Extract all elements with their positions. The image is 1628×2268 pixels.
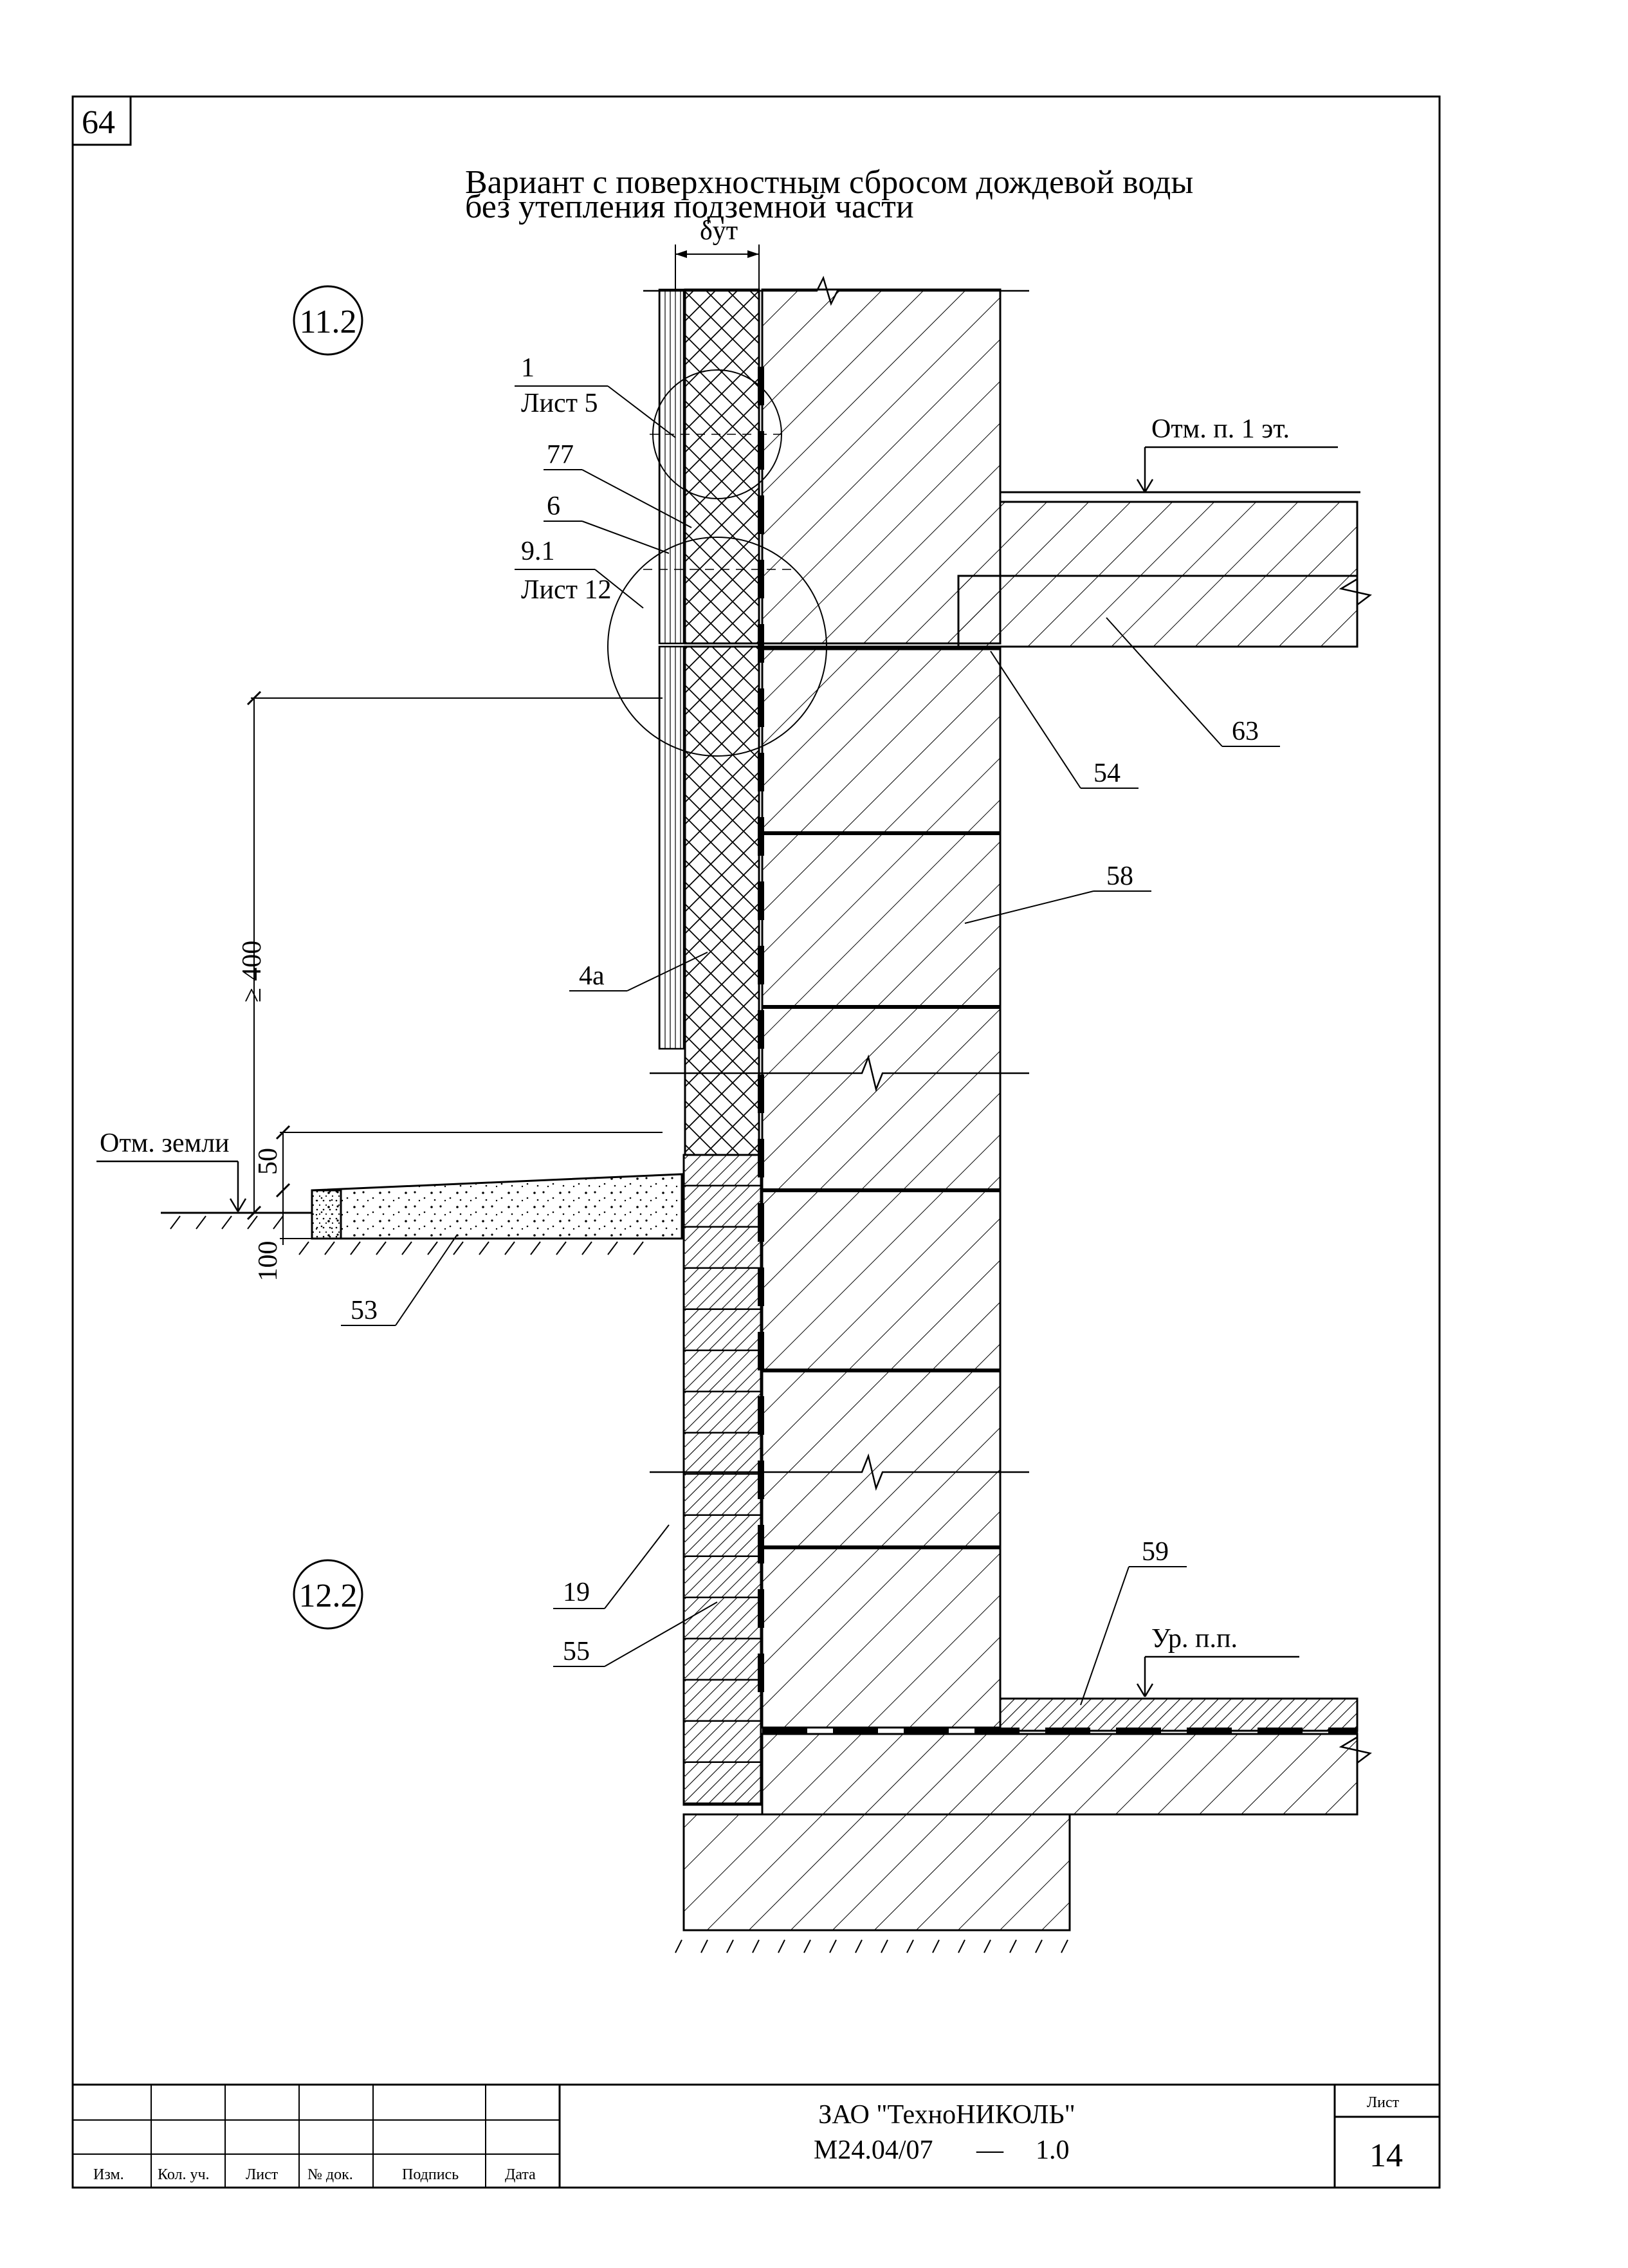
blind-area [311, 1173, 683, 1240]
upper-plaster [658, 288, 685, 645]
detail-circle-9-1 [607, 537, 827, 757]
soil-hatch-left [170, 1215, 644, 1255]
brick-plinth [682, 1154, 762, 1806]
ref-55: 55 [563, 1637, 590, 1666]
ref-9-1-sheet: Лист 12 [521, 575, 611, 605]
blind-area-curb [311, 1189, 342, 1240]
tb-sheet-number: 14 [1369, 2137, 1403, 2174]
lower-insulation [684, 645, 760, 1156]
ref-19-leader [604, 1524, 670, 1609]
foundation-blocks [761, 645, 1001, 1729]
dim-50-label: 50 [253, 1148, 283, 1175]
floor-slab [999, 501, 1358, 577]
ref-63: 63 [1232, 717, 1259, 746]
ref-9-1-leader [594, 569, 644, 609]
ref-1-sheet: Лист 5 [521, 389, 598, 418]
ref-6: 6 [547, 492, 560, 521]
ref-59: 59 [1142, 1537, 1169, 1567]
floor-beam [957, 575, 1358, 648]
ground-slab [761, 1733, 1358, 1816]
ref-55-leader [604, 1601, 718, 1667]
delta-label: δут [700, 216, 738, 246]
tb-col-ndok: № док. [307, 2166, 353, 2183]
tb-revision: 1.0 [1036, 2135, 1070, 2165]
frame-border [71, 95, 1441, 2189]
level-floor-arrow [1136, 1657, 1154, 1697]
dim-100-label: 100 [253, 1241, 283, 1282]
ref-54: 54 [1093, 759, 1120, 788]
dim-400-label: ≥ 400 [237, 941, 267, 1003]
break-mark-mid-1 [650, 1054, 1029, 1093]
ref-53: 53 [351, 1296, 378, 1325]
foundation-footing [682, 1813, 1071, 1931]
tb-col-list: Лист [246, 2166, 279, 2183]
floor-topping [999, 1697, 1358, 1732]
tb-sheet-label: Лист [1367, 2094, 1400, 2111]
tb-col-kol: Кол. уч. [158, 2166, 210, 2183]
ref-4a: 4а [579, 961, 605, 991]
title-block [73, 2083, 1440, 2188]
node-circle-lower [293, 1559, 363, 1630]
ref-53-leader [395, 1235, 457, 1326]
ref-4a-leader [627, 952, 708, 991]
slab-break [1339, 502, 1372, 647]
level-floor-label: Ур. п.п. [1151, 1624, 1238, 1654]
ref-58-leader [964, 890, 1094, 924]
tb-company: ЗАО "ТехноНИКОЛЬ" [818, 2100, 1075, 2130]
ref-9-1-num: 9.1 [521, 537, 555, 566]
break-mark-mid-2 [650, 1453, 1029, 1491]
tb-col-data: Дата [505, 2166, 536, 2183]
ref-58: 58 [1106, 862, 1133, 891]
tb-dash: — [976, 2135, 1004, 2165]
soil-hatch-bottom [675, 1939, 1068, 1953]
ref-77-leader [581, 469, 692, 528]
ref-1-num: 1 [521, 353, 535, 383]
tb-col-izm: Изм. [93, 2166, 124, 2183]
node-circle-upper [293, 285, 363, 356]
upper-insulation [684, 288, 760, 645]
level-ground-label: Отм. земли [100, 1129, 230, 1158]
title-line-2: без утепления подземной части [465, 189, 914, 225]
ref-19: 19 [563, 1578, 590, 1607]
tb-doc-code: М24.04/07 [814, 2135, 933, 2165]
tb-col-podpis: Подпись [402, 2166, 459, 2183]
page-number: 64 [82, 104, 115, 141]
page-number-box [71, 95, 132, 146]
ref-6-leader [581, 521, 670, 554]
ground-slab-break [1339, 1699, 1372, 1814]
dim-400-ticks [246, 690, 262, 1221]
break-mark-top [643, 275, 1029, 306]
level-floor1-label: Отм. п. 1 эт. [1151, 414, 1290, 444]
ref-59-leader [1080, 1566, 1130, 1706]
level-ground-arrow [229, 1161, 247, 1212]
ref-1-leader [607, 385, 676, 438]
node-label-lower: 12.2 [299, 1578, 358, 1614]
level-floor1-arrow [1136, 447, 1154, 493]
node-label-upper: 11.2 [299, 304, 356, 340]
title-line-1: Вариант с поверхностным сбросом дождевой… [465, 164, 1193, 201]
ref-54-leader [990, 650, 1081, 789]
ref-63-leader [1106, 617, 1223, 747]
ref-77: 77 [547, 440, 574, 470]
lower-plaster [658, 645, 685, 1050]
